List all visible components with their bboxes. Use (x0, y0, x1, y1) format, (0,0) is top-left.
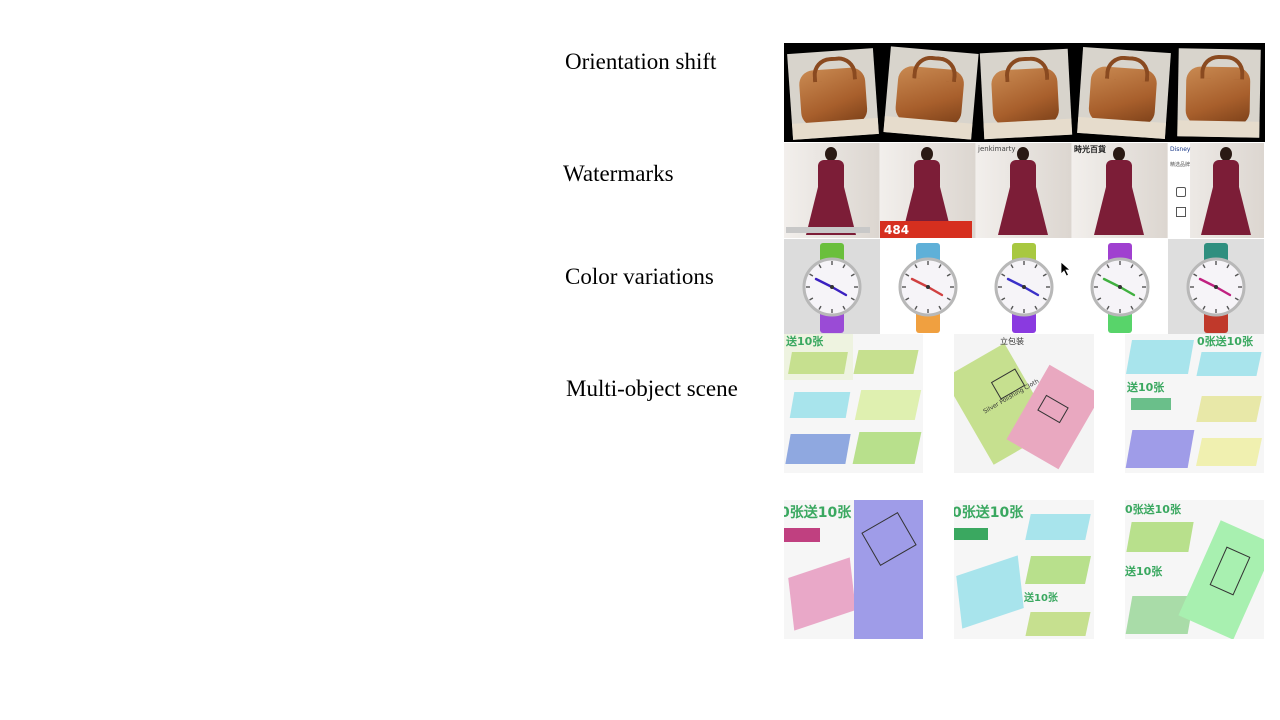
watermark-logo: jenkimarty (978, 145, 1016, 153)
multi-object-image: 0张送10张 送10张 (1125, 334, 1264, 473)
watch-face-icon (1090, 257, 1150, 317)
bag-image (787, 48, 879, 140)
label-multi-object-scene: Multi-object scene (566, 376, 738, 401)
mouse-cursor-icon (1060, 261, 1072, 277)
watch-face-icon (898, 257, 958, 317)
watermark-logo: Disney (1170, 146, 1191, 153)
watch-image (976, 239, 1072, 334)
watch-strap-top (1012, 243, 1036, 263)
promo-text: 0张送10张 (954, 505, 1024, 521)
watermark-logo: 時光百貨 (1074, 145, 1106, 154)
watch-image (1168, 239, 1264, 334)
orientation-strip (784, 43, 1265, 142)
watch-image (784, 239, 880, 334)
promo-text: 送10张 (1127, 381, 1165, 394)
watch-strap-top (820, 243, 844, 263)
bag-image (1177, 48, 1261, 138)
watermark-side-text: 精选品牌 (1170, 162, 1191, 168)
tag-text: 立包装 (1000, 337, 1024, 346)
dress-image: 484 (880, 143, 975, 238)
label-orientation-shift: Orientation shift (565, 49, 717, 74)
promo-text: 0张送10张 (1125, 503, 1181, 516)
multi-object-image: 0张送10张 送10张 (954, 500, 1094, 639)
bag-image (883, 46, 979, 140)
dress-image: Disney 精选品牌 (1168, 143, 1264, 238)
promo-text: 送10张 (786, 335, 824, 348)
multi-object-image: Silver Polishing Cloth 立包装 (954, 334, 1094, 473)
watch-image (880, 239, 976, 334)
watch-strap-top (1204, 243, 1228, 263)
watch-face-icon (802, 257, 862, 317)
dress-image (784, 143, 879, 238)
label-watermarks: Watermarks (563, 161, 674, 186)
promo-text: 送10张 (1125, 565, 1163, 578)
label-color-variations: Color variations (565, 264, 714, 289)
watch-face-icon (994, 257, 1054, 317)
dress-image: 時光百貨 (1072, 143, 1167, 238)
watch-strap-top (1108, 243, 1132, 263)
promo-text: 送10张 (1024, 593, 1058, 604)
multi-object-image: 送10张 (784, 334, 923, 473)
dress-image: jenkimarty (976, 143, 1071, 238)
watermarks-strip: 484 jenkimarty 時光百貨 Disney 精选品牌 (784, 143, 1264, 238)
watermark-banner (880, 221, 972, 238)
color-variations-strip (784, 239, 1264, 334)
watch-image (1072, 239, 1168, 334)
promo-text: 0张送10张 (1197, 335, 1253, 348)
multi-object-image: 0张送10张 送10张 (1125, 500, 1264, 639)
watermark-price: 484 (884, 223, 910, 237)
watch-face-icon (1186, 257, 1246, 317)
bag-image (979, 48, 1073, 140)
promo-text: 0张送10张 (784, 505, 852, 521)
bag-image (1077, 47, 1171, 139)
watch-strap-top (916, 243, 940, 263)
multi-object-image: 0张送10张 (784, 500, 923, 639)
